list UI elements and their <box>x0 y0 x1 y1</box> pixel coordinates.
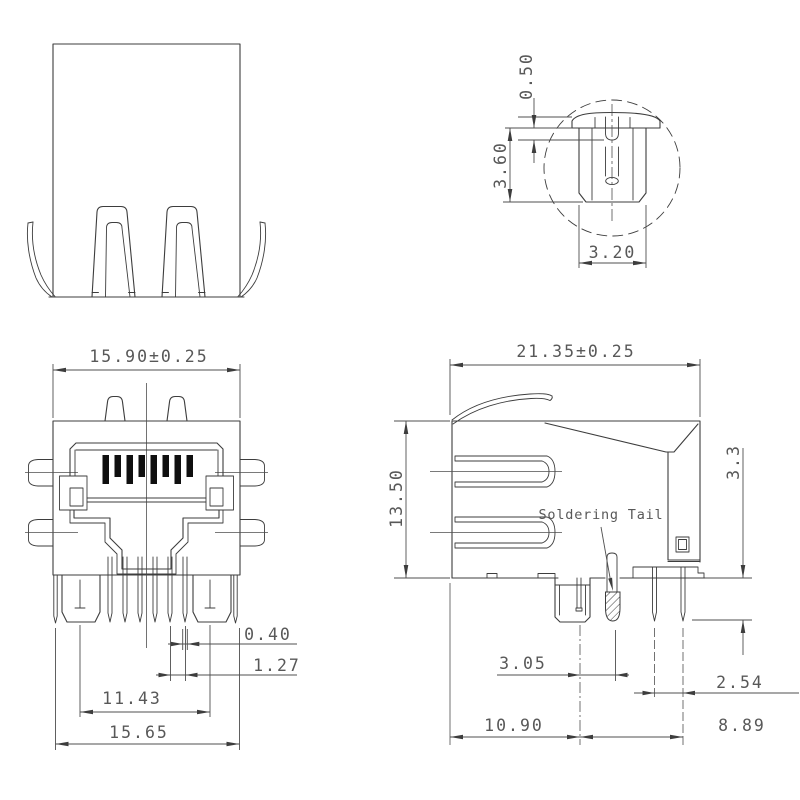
front-emi-tabs <box>25 459 268 547</box>
dim-pin-pitch-front: 1.27 <box>156 626 301 681</box>
top-view <box>26 43 267 298</box>
dim-text-height: 13.50 <box>387 468 406 528</box>
dim-text-tail-offset: 3.05 <box>499 654 547 673</box>
dim-text-pin-pitch-front: 1.27 <box>253 656 301 675</box>
dim-text-pin-protrusion: 3.3 <box>724 444 743 480</box>
side-latch-spring <box>451 393 553 425</box>
soldering-tail-text: Soldering Tail <box>539 507 664 523</box>
dim-depth: 21.35±0.25 <box>449 342 701 417</box>
dim-text-pin-span: 8.89 <box>718 716 766 735</box>
dim-text-pin-width: 0.40 <box>244 625 292 644</box>
front-latch-bumps <box>104 395 188 422</box>
front-view: 15.90±0.25 0.40 1.27 11.43 <box>25 347 301 750</box>
front-solder-pins <box>107 556 188 623</box>
dim-text-pin-pitch-side: 2.54 <box>716 673 764 692</box>
dim-text-post-length: 3.60 <box>491 141 510 189</box>
dim-pin-protrusion: 3.3 <box>692 444 752 655</box>
side-bracket-and-pins <box>632 566 705 745</box>
dim-height: 13.50 <box>387 420 450 579</box>
dim-tail-offset: 3.05 <box>497 630 629 681</box>
dim-post-length: 3.60 <box>491 128 583 203</box>
side-shield-fold <box>544 422 699 453</box>
dim-pin-pitch-side: 2.54 <box>634 673 799 696</box>
side-bottom-edge <box>451 573 708 579</box>
side-boardlock-post <box>554 577 591 623</box>
top-view-body-outline <box>48 43 245 298</box>
side-body-outline <box>451 420 701 579</box>
front-shield-legs <box>53 574 238 624</box>
dim-pin-width: 0.40 <box>168 625 297 650</box>
top-view-latch-left <box>91 205 136 298</box>
dim-text-flange-thickness: 0.50 <box>517 52 536 100</box>
dim-text-post-to-edge: 10.90 <box>484 716 544 735</box>
side-soldering-tail <box>605 552 621 622</box>
dim-text-depth: 21.35±0.25 <box>516 342 635 361</box>
side-emi-slots <box>430 455 562 549</box>
dim-body-width: 15.90±0.25 <box>52 347 241 418</box>
side-right-panel <box>667 451 701 563</box>
dim-text-post-span: 11.43 <box>102 689 162 708</box>
detail-post-body <box>578 104 647 221</box>
detail-post-flange <box>571 111 661 129</box>
dim-post-width: 3.20 <box>578 205 647 268</box>
dim-shield-span: 15.65 <box>55 628 240 750</box>
side-view: Soldering Tail 21.35±0.25 13.50 3.3 <box>387 342 799 745</box>
top-view-wing-left <box>26 221 56 298</box>
detail-view: 0.50 3.60 3.20 <box>491 52 681 268</box>
front-contacts <box>102 455 193 484</box>
front-socket-opening <box>59 442 234 575</box>
dim-post-span: 11.43 <box>79 625 211 717</box>
dim-flange-thickness: 0.50 <box>505 52 604 163</box>
dim-text-shield-span: 15.65 <box>109 723 169 742</box>
dim-text-body-width: 15.90±0.25 <box>89 347 208 366</box>
detail-boundary-circle <box>543 99 681 237</box>
front-boardlock-posts <box>61 574 232 623</box>
dim-pin-span: 8.89 <box>580 716 766 740</box>
label-soldering-tail: Soldering Tail <box>539 507 664 591</box>
top-view-wing-right <box>237 221 267 298</box>
dim-post-to-edge: 10.90 <box>450 716 683 740</box>
dim-text-post-width: 3.20 <box>589 243 637 262</box>
top-view-latch-right <box>161 205 206 298</box>
